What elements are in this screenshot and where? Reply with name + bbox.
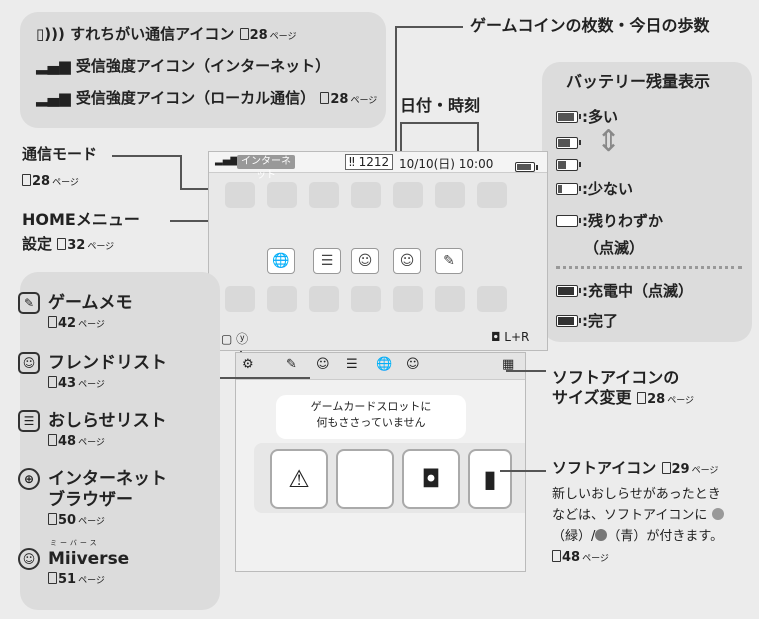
notifications-button[interactable]: ☰ <box>346 357 358 372</box>
page-ref-icon <box>48 376 57 388</box>
bottom-toolbar <box>236 353 525 380</box>
comm-mode-connector <box>112 155 180 157</box>
software-icon-connector <box>500 470 546 472</box>
datetime-connector-r <box>477 122 479 152</box>
browser-button[interactable]: 🌐 <box>376 357 393 372</box>
datetime-connector-l <box>400 122 402 152</box>
icon-size-button[interactable]: ▦ <box>502 357 515 372</box>
battery-full-icon <box>556 110 581 123</box>
battery-very-low-row: :残りわずか <box>556 210 663 231</box>
page-ref-icon <box>661 462 671 474</box>
battery-status-icon <box>515 156 538 175</box>
coin-icon: ‼ <box>349 155 355 169</box>
settings-button[interactable]: ⚙ <box>242 357 254 372</box>
empty-software-slot[interactable] <box>336 449 394 509</box>
coin-connector <box>395 26 463 28</box>
screenshot-shortcut-icon: ◘ L+R <box>491 330 530 344</box>
home-menu-settings-label: HOMEメニュー <box>22 210 140 229</box>
datetime-connector <box>400 122 478 124</box>
battery-many-row: :多い <box>556 106 618 127</box>
signal-local-icon: ▂▄▆ <box>36 89 71 107</box>
battery-blink-icon <box>556 214 581 227</box>
software-icon-desc: 新しいおしらせがあったとき などは、ソフトアイコンに （緑）/（青）が付きます。… <box>552 487 724 565</box>
memo-top-icon: ✎ <box>435 248 463 274</box>
page-ref-icon <box>320 92 330 104</box>
battery-panel-title: バッテリー残量表示 <box>566 72 711 91</box>
battery-charging-row: :充電中（点滅） <box>556 280 693 301</box>
notifications-top-icon: ☰ <box>313 248 341 274</box>
toolbar-connector <box>200 377 310 379</box>
partial-software-icon[interactable]: ▮ <box>468 449 512 509</box>
battery-charged-icon <box>556 314 581 327</box>
browser-top-icon: 🌐 <box>267 248 295 274</box>
page-ref-icon <box>48 316 57 328</box>
battery-charging-icon <box>556 284 581 297</box>
warning-software-icon[interactable]: ⚠ <box>270 449 328 509</box>
signal-icon: ▂▄▆ <box>215 155 239 166</box>
card-slot-message: ゲームカードスロットに 何もささっていません <box>276 395 466 439</box>
icon-size-connector <box>506 370 546 372</box>
datetime-label: 日付・時刻 <box>400 96 481 115</box>
page-ref-icon <box>239 28 249 40</box>
streetpass-icon: ▯))) <box>36 25 65 43</box>
memo-button[interactable]: ✎ <box>286 357 297 372</box>
battery-done-row: :完了 <box>556 310 618 331</box>
friends-button[interactable]: ☺ <box>316 357 330 372</box>
pencil-icon: ✎ <box>18 292 40 314</box>
coin-counter: ‼ 1212 <box>345 154 394 170</box>
comm-mode-connector-v <box>180 155 182 188</box>
top-screen: ▂▄▆ インターネット ‼ 1212 10/10(日) 10:00 🌐 ☰ ☺ … <box>208 151 548 351</box>
coin-steps-label: ゲームコインの枚数・今日の歩数 <box>470 16 710 35</box>
bottom-left-panel <box>20 272 220 610</box>
battery-low-icon <box>556 182 581 195</box>
people-icon: ☺ <box>18 548 40 570</box>
bottom-screen: ⚙ ✎ ☺ ☰ 🌐 ☺ ▦ ゲームカードスロットに 何もささっていません ⚠ ◘… <box>235 352 526 572</box>
page-ref-icon <box>48 572 57 584</box>
miiverse-top-icon: ☺ <box>351 248 379 274</box>
comm-mode-label: 通信モード <box>22 145 98 163</box>
miiverse-button[interactable]: ☺ <box>406 357 420 372</box>
signal-strength-icon: ▂▄▆ <box>36 57 71 75</box>
signal-internet-label: ▂▄▆ 受信強度アイコン（インターネット） <box>36 57 331 75</box>
page-ref-icon <box>57 238 67 250</box>
green-dot-icon <box>711 508 724 520</box>
battery-divider <box>556 266 742 269</box>
coin-connector-v <box>395 26 397 158</box>
globe-icon: ⊕ <box>18 468 40 490</box>
top-left-icon-panel <box>20 12 386 128</box>
battery-mid2-icon <box>556 154 581 173</box>
blue-dot-icon <box>595 529 608 541</box>
battery-blink-note: （点滅） <box>584 239 645 257</box>
camera-shortcut-icon: ▢ ⓨ <box>221 332 249 346</box>
page-ref-icon <box>552 550 561 562</box>
friends-top-icon: ☺ <box>393 248 421 274</box>
up-down-arrow-icon: ⇕ <box>596 124 622 159</box>
page-ref-icon <box>22 174 31 186</box>
camera-software-icon[interactable]: ◘ <box>402 449 460 509</box>
battery-mid-icon <box>556 132 581 151</box>
speech-bubble-icon: ☰ <box>18 410 40 432</box>
page-ref-icon <box>48 513 57 525</box>
date-display: 10/10(日) 10:00 <box>399 157 494 171</box>
home-settings-connector <box>170 220 240 222</box>
miiverse-ruby: ミーバース <box>50 539 100 547</box>
smiley-icon: ☺ <box>18 352 40 374</box>
page-ref-icon <box>48 434 57 446</box>
battery-few-row: :少ない <box>556 178 633 199</box>
mode-badge: インターネット <box>237 155 295 181</box>
page-ref-icon <box>637 392 647 404</box>
